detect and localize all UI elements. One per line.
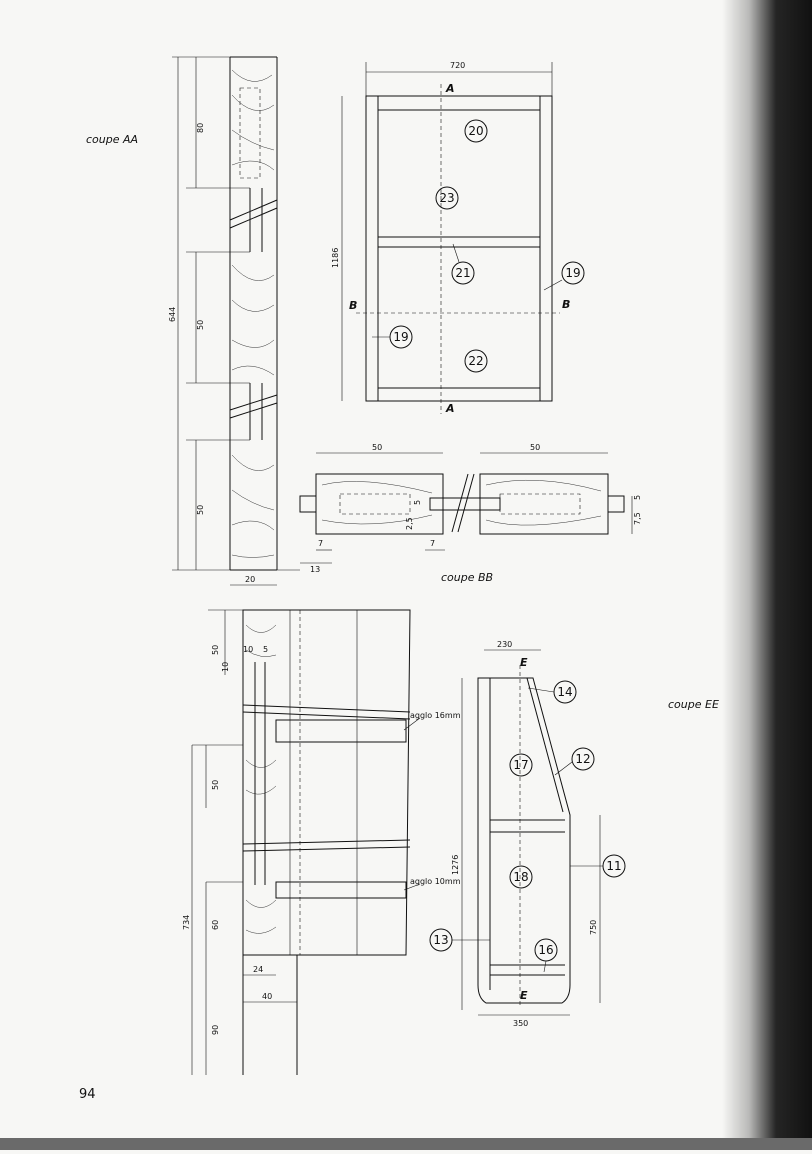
- dim-bb-7-5: 7,5: [633, 512, 642, 525]
- front-elevation-view: 720 1186 A A B B 20 23 21 19 19 22: [331, 61, 585, 415]
- part-19-left: 19: [393, 330, 408, 344]
- dim-aa-50a: 50: [196, 320, 205, 330]
- dim-ee-750: 750: [589, 920, 598, 935]
- dim-aa-50b: 50: [196, 505, 205, 515]
- dim-detail-50-top: 50: [211, 645, 220, 655]
- detail-section-view: 50 10 10 5 50 734 60 24 40 90 agglo 16mm…: [182, 609, 461, 1075]
- part-13: 13: [433, 933, 448, 947]
- dim-ee-350: 350: [513, 1019, 528, 1028]
- part-17: 17: [513, 758, 528, 772]
- page-edge: [0, 1138, 812, 1150]
- dim-aa-80: 80: [196, 123, 205, 133]
- section-mark-a-bottom: A: [445, 402, 455, 415]
- part-19-right: 19: [565, 266, 580, 280]
- dim-aa-644: 644: [168, 307, 177, 322]
- dim-front-1186: 1186: [331, 248, 340, 268]
- dim-detail-5: 5: [263, 645, 268, 654]
- dim-detail-24: 24: [253, 965, 263, 974]
- dim-detail-50-mid: 50: [211, 780, 220, 790]
- dim-ee-230: 230: [497, 640, 512, 649]
- section-bb-label: coupe BB: [441, 571, 493, 584]
- dim-ee-1276: 1276: [451, 855, 460, 875]
- dim-detail-10-left: 10: [221, 662, 230, 672]
- dim-front-720: 720: [450, 61, 465, 70]
- dim-bb-5: 5: [413, 500, 422, 505]
- dim-detail-40: 40: [262, 992, 272, 1001]
- dim-detail-734: 734: [182, 915, 191, 930]
- dim-bb-50-left: 50: [372, 443, 382, 452]
- part-11: 11: [606, 859, 621, 873]
- dim-detail-60: 60: [211, 920, 220, 930]
- section-mark-b-right: B: [562, 298, 570, 311]
- section-ee-view: coupe EE 230 E E 1276 750 350 14 12 17 1…: [429, 640, 719, 1028]
- dim-detail-10-top: 10: [243, 645, 253, 654]
- part-21: 21: [455, 266, 470, 280]
- dim-bb-13: 13: [310, 565, 320, 574]
- page-number: 94: [79, 1087, 96, 1102]
- part-14: 14: [557, 685, 572, 699]
- dim-detail-90: 90: [211, 1025, 220, 1035]
- part-22: 22: [468, 354, 483, 368]
- section-ee-label: coupe EE: [668, 698, 719, 711]
- dim-bb-5-right: 5: [633, 495, 642, 500]
- part-23: 23: [439, 191, 454, 205]
- section-bb-view: 50 50 7 13 7 2,5 5 7,5 5 coupe BB: [299, 443, 642, 584]
- part-18: 18: [513, 870, 528, 884]
- dim-bb-7-center: 7: [430, 539, 435, 548]
- dim-bb-7-left: 7: [318, 539, 323, 548]
- note-agglo-16: agglo 16mm: [410, 711, 461, 720]
- dim-bb-2-5: 2,5: [405, 517, 414, 530]
- part-12: 12: [575, 752, 590, 766]
- section-mark-a-top: A: [445, 82, 455, 95]
- section-mark-e-top: E: [520, 656, 528, 669]
- dim-bb-50-right: 50: [530, 443, 540, 452]
- section-mark-e-bottom: E: [520, 989, 528, 1002]
- section-aa-label: coupe AA: [86, 133, 138, 146]
- part-20: 20: [468, 124, 483, 138]
- dim-aa-20: 20: [245, 575, 255, 584]
- binding-shadow: [722, 0, 812, 1150]
- section-mark-b-left: B: [349, 299, 357, 312]
- section-aa-view: coupe AA 80 50 50 644 20: [86, 56, 300, 586]
- note-agglo-10: agglo 10mm: [410, 877, 461, 886]
- part-16: 16: [538, 943, 553, 957]
